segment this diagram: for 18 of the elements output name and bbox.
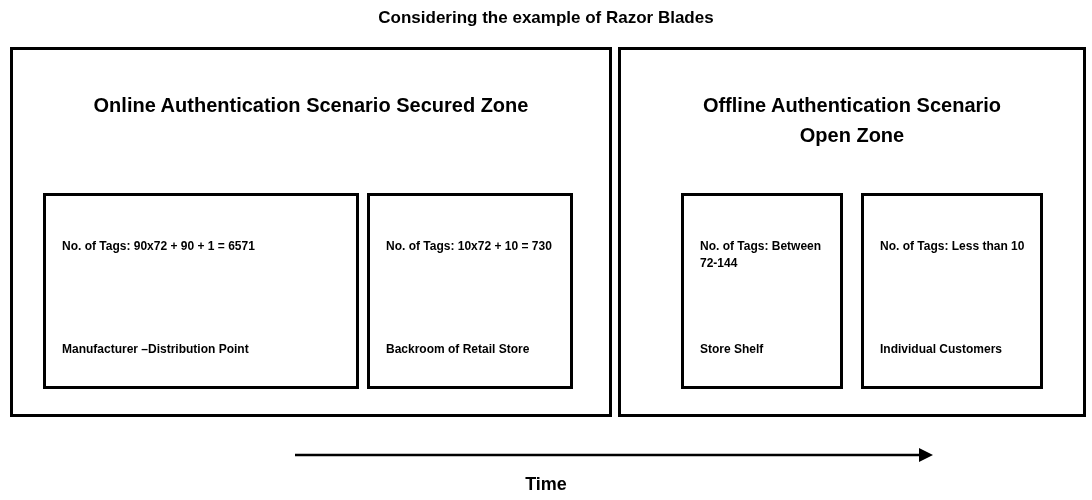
stage-label: Backroom of Retail Store [386,341,531,358]
stage-box [861,193,1043,389]
stage-box [43,193,359,389]
tag-count-text: No. of Tags: 90x72 + 90 + 1 = 6571 [62,238,256,255]
stage-label: Individual Customers [880,341,1004,358]
zone-panel [618,47,1086,417]
axis-label: Time [524,474,568,495]
stage-label: Manufacturer –Distribution Point [62,341,250,358]
tag-count-text: No. of Tags: Less than 10 [880,238,1026,255]
tag-count-text: No. of Tags: 10x72 + 10 = 730 [386,238,553,255]
diagram-title: Considering the example of Razor Blades [377,8,715,28]
zone-title: Offline Authentication Scenario Open Zone [701,93,1003,148]
stage-label: Store Shelf [700,341,765,358]
tag-count-text: No. of Tags: Between 72-144 [700,238,823,272]
zone-title: Online Authentication Scenario Secured Zone [92,93,530,118]
stage-box [367,193,573,389]
zone-panel [10,47,612,417]
stage-box [681,193,843,389]
